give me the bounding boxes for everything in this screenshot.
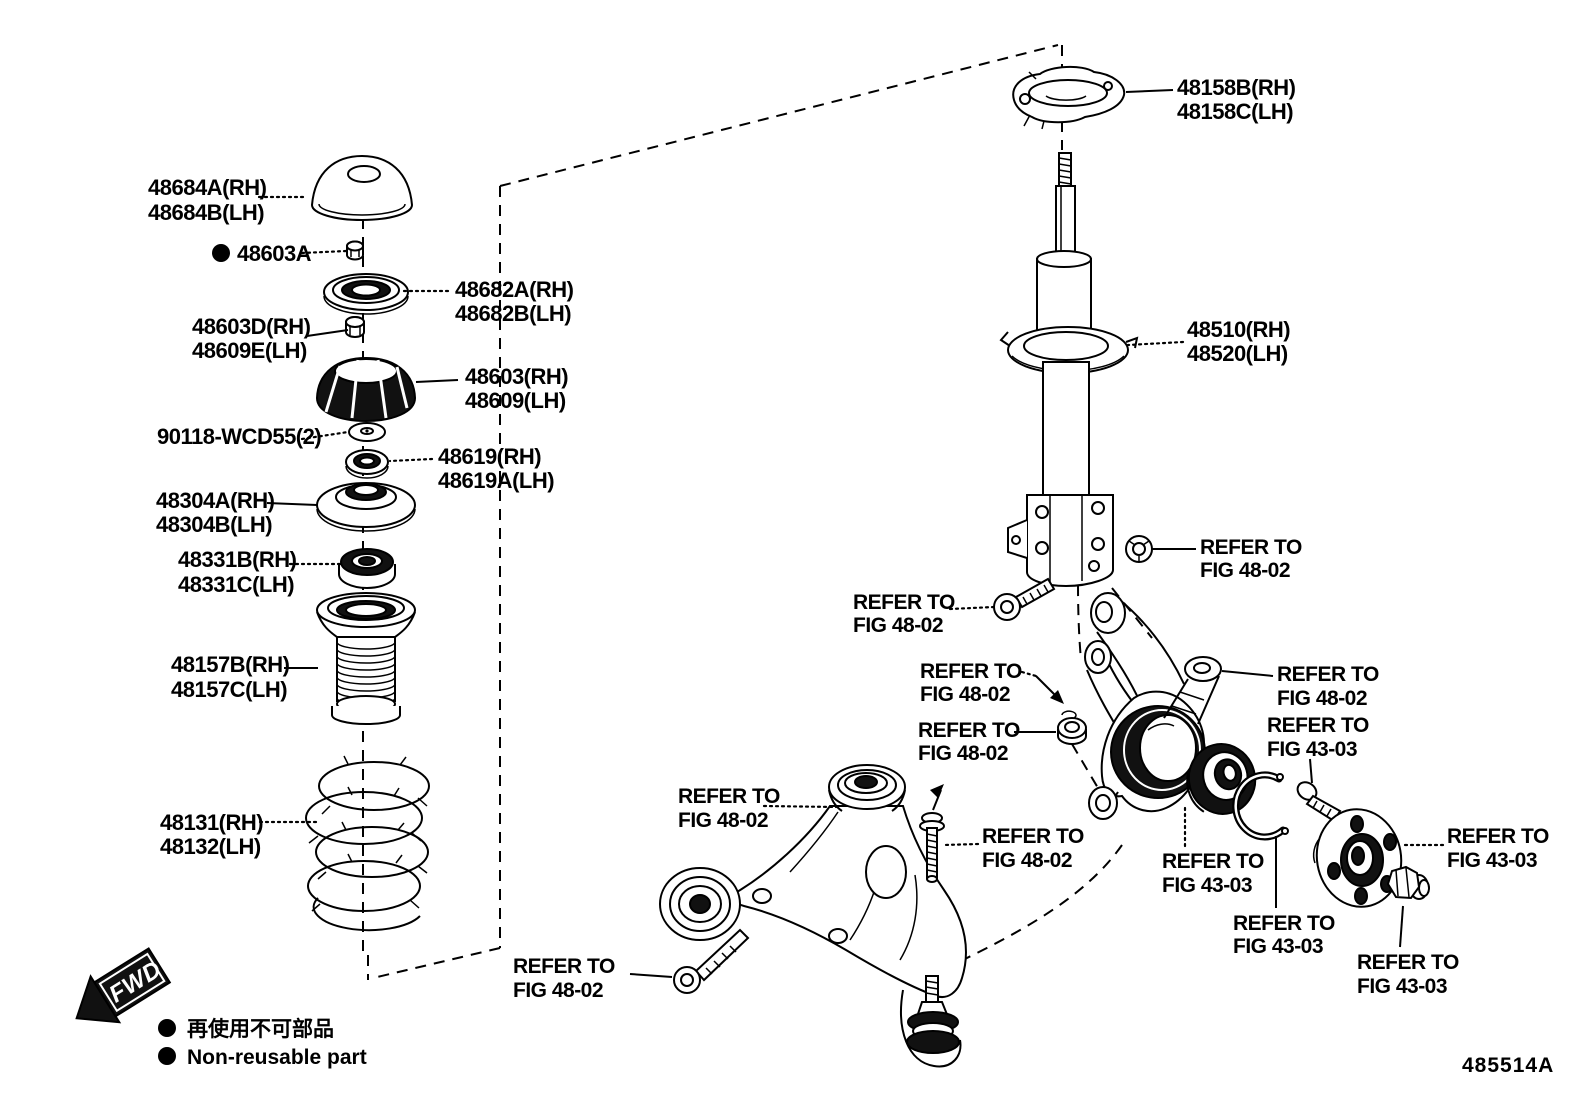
part-label: 48603(RH): [465, 364, 568, 389]
dust-boot-part: [316, 592, 416, 725]
part-label: 48603D(RH): [192, 314, 311, 339]
ref-label: REFER TO: [1277, 663, 1379, 686]
knuckle-clip-part: [1061, 710, 1077, 719]
ref-label: REFER TO: [920, 660, 1022, 683]
ref-label: REFER TO: [1233, 912, 1335, 935]
ref-label: FIG 48-02: [918, 742, 1008, 765]
support-nut-2-part: [345, 316, 365, 338]
grease-cap-nut-part: [1386, 865, 1430, 900]
strut-bearing-part: [323, 273, 409, 315]
spring-insulator-part: [338, 548, 396, 589]
part-label: 48619(RH): [438, 444, 541, 469]
strut-assembly-part: [999, 152, 1139, 588]
reference-labels: REFER TO FIG 48-02 REFER TO FIG 48-02 RE…: [513, 536, 1549, 1002]
ref-label: FIG 43-03: [1447, 849, 1537, 872]
ref-label: REFER TO: [1267, 714, 1369, 737]
fwd-direction-arrow: FWD: [75, 947, 172, 1024]
steering-knuckle-part: [1084, 592, 1222, 820]
ref-label: REFER TO: [678, 785, 780, 808]
ref-label: FIG 48-02: [1200, 559, 1290, 582]
part-label: 48132(LH): [160, 834, 261, 859]
bracket-nut-part: [1125, 535, 1153, 563]
ref-label: REFER TO: [918, 719, 1020, 742]
ref-label: FIG 43-03: [1267, 738, 1357, 761]
part-label: 48331C(LH): [178, 572, 294, 597]
legend-bullet-en: [158, 1047, 176, 1065]
part-label: 48331B(RH): [178, 547, 297, 572]
part-label: 48603A: [237, 241, 312, 266]
legend-bullet-jp: [158, 1019, 176, 1037]
snap-ring-part: [1232, 771, 1289, 841]
ref-label: REFER TO: [1447, 825, 1549, 848]
lower-control-arm-part: [659, 764, 967, 1068]
part-label: 90118-WCD55(2): [157, 424, 321, 449]
part-label: 48304B(LH): [156, 512, 272, 537]
part-label: 48157B(RH): [171, 652, 290, 677]
leader-lines: [257, 89, 1445, 978]
ref-label: FIG 48-02: [513, 979, 603, 1002]
ref-label: FIG 48-02: [678, 809, 768, 832]
ref-label: REFER TO: [513, 955, 615, 978]
legend: 再使用不可部品 Non-reusable part: [158, 1017, 367, 1069]
knuckle-pinch-bolt-part: [919, 784, 945, 883]
ref-label: FIG 48-02: [853, 614, 943, 637]
ref-label: REFER TO: [1200, 536, 1302, 559]
part-label: 48684A(RH): [148, 175, 267, 200]
non-reusable-bullet: [212, 244, 230, 262]
support-nut-part: [346, 240, 364, 261]
coil-spring-part: [305, 755, 430, 932]
ref-label: FIG 43-03: [1233, 935, 1323, 958]
ref-label: FIG 43-03: [1162, 874, 1252, 897]
part-label: 48682B(LH): [455, 301, 571, 326]
strut-mount-part: [315, 356, 417, 423]
knuckle-nut-part: [1057, 717, 1087, 745]
part-label: 48131(RH): [160, 810, 263, 835]
ref-label: FIG 43-03: [1357, 975, 1447, 998]
arm-bolt-part: [673, 928, 750, 994]
bracket-bolt-part: [993, 577, 1056, 621]
part-label: 48609E(LH): [192, 338, 307, 363]
part-number-labels: 48684A(RH) 48684B(LH) 48603A 48682A(RH) …: [148, 75, 1296, 859]
part-label: 48158B(RH): [1177, 75, 1296, 100]
ref-label: REFER TO: [1162, 850, 1264, 873]
spacer-bearing-part: [345, 449, 389, 479]
part-label: 48682A(RH): [455, 277, 574, 302]
legend-text-en: Non-reusable part: [187, 1046, 367, 1069]
washer-part: [348, 422, 386, 442]
ref-label: FIG 48-02: [1277, 687, 1367, 710]
legend-text-jp: 再使用不可部品: [187, 1017, 334, 1041]
upper-spring-seat-part: [316, 482, 416, 532]
part-label: 48684B(LH): [148, 200, 264, 225]
hub-bolt-part: [1296, 781, 1342, 823]
dust-cover-part: [310, 154, 414, 221]
part-label: 48158C(LH): [1177, 99, 1293, 124]
part-label: 48304A(RH): [156, 488, 275, 513]
ref-label: FIG 48-02: [920, 683, 1010, 706]
ref-label: FIG 48-02: [982, 849, 1072, 872]
part-label: 48520(LH): [1187, 341, 1288, 366]
assembly-axis-lines: [362, 44, 1153, 980]
part-label: 48619A(LH): [438, 468, 554, 493]
ref-label: REFER TO: [982, 825, 1084, 848]
strut-upper-support-part: [1012, 66, 1126, 130]
part-label: 48510(RH): [1187, 317, 1290, 342]
figure-code: 485514A: [1462, 1054, 1554, 1077]
ref-label: REFER TO: [1357, 951, 1459, 974]
ref-label: REFER TO: [853, 591, 955, 614]
part-label: 48157C(LH): [171, 677, 287, 702]
part-label: 48609(LH): [465, 388, 566, 413]
axle-hub-part: [1312, 808, 1403, 908]
